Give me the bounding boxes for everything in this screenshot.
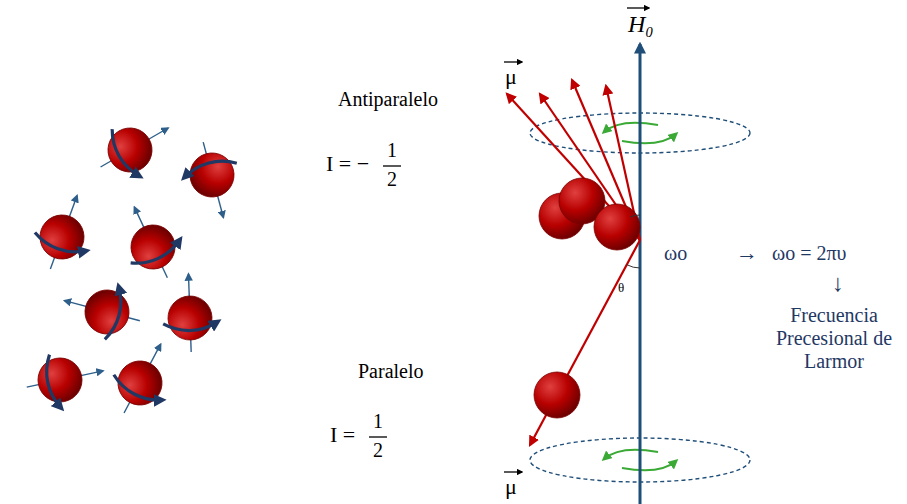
field-symbol: H₀ <box>628 11 654 39</box>
larmor-symbol: ωo <box>664 242 687 265</box>
nucleus <box>534 372 580 418</box>
vector-mark <box>504 471 522 472</box>
fraction-denominator: 2 <box>373 439 383 462</box>
fraction-bar <box>369 436 387 437</box>
fraction-numerator: 1 <box>387 139 397 162</box>
rotation-arrow <box>604 450 658 459</box>
angle-arc <box>627 265 640 268</box>
vector-mark <box>504 61 522 62</box>
rotation-arrow <box>622 461 676 470</box>
moment-symbol: μ <box>505 64 517 89</box>
spin-number: I = <box>330 422 355 447</box>
arrow-symbol: → <box>736 240 758 265</box>
random-spins <box>21 105 249 426</box>
spin-number: I = − <box>326 151 369 176</box>
state-name: Paralelo <box>358 360 424 383</box>
field-axis <box>639 44 642 504</box>
caption-text: Frecuencia Precesional de Larmor <box>764 304 904 373</box>
arrow-symbol: ↓ <box>832 270 844 298</box>
state-name: Antiparalelo <box>338 88 438 111</box>
fraction-numerator: 1 <box>373 410 383 433</box>
vector-mark <box>627 7 649 8</box>
moment-vectors <box>507 80 640 445</box>
rotation-arrow <box>622 134 676 143</box>
larmor-equation: ωo = 2πυ <box>772 242 846 265</box>
nucleus <box>594 204 640 250</box>
angle-arc <box>630 215 640 217</box>
fraction-denominator: 2 <box>387 168 397 191</box>
rotation-arrow <box>604 123 658 132</box>
moment-symbol: μ <box>505 474 517 499</box>
fraction-bar <box>383 165 401 166</box>
angle-symbol: θ <box>618 281 624 296</box>
